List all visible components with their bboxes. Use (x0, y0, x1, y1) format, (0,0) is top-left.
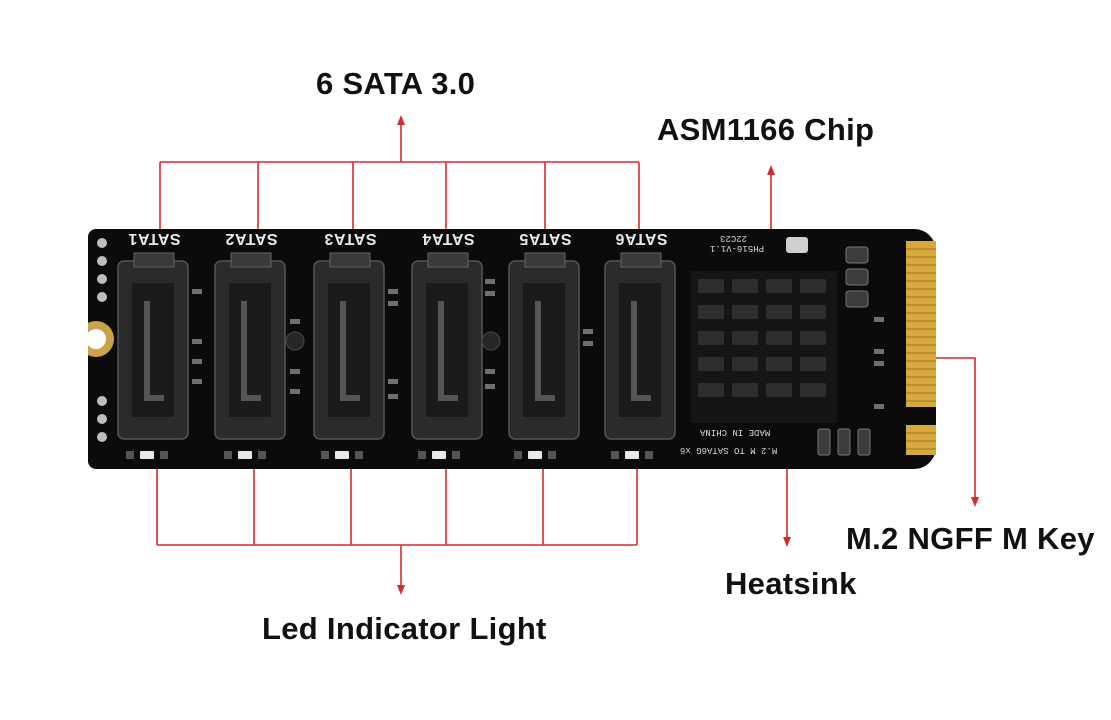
board-model-silkscreen: PH516-V1.1 (710, 243, 765, 253)
board-graphics (88, 237, 936, 459)
m2-gold-fingers (906, 241, 936, 455)
sata3-silkscreen: SATA3 (324, 230, 377, 247)
callout-chip: ASM1166 Chip (657, 112, 875, 147)
led-indicators (126, 451, 653, 459)
made-in-silkscreen: MADE IN CHINA (700, 427, 771, 437)
sata-connectors (117, 252, 676, 440)
product-silkscreen: M.2 M TO SATA6G x6 (680, 445, 778, 455)
sata2-silkscreen: SATA2 (225, 230, 278, 247)
callout-sata: 6 SATA 3.0 (316, 66, 476, 101)
callout-mkey: M.2 NGFF M Key (846, 521, 1095, 556)
m2-sata-adapter-board: SATA1 SATA2 SATA3 SATA4 SATA5 SATA6 PH51… (88, 229, 936, 469)
board-date-silkscreen: 22C23 (720, 233, 748, 243)
heatsink-graphic (691, 271, 837, 423)
callout-heatsink: Heatsink (725, 566, 857, 601)
sata6-silkscreen: SATA6 (615, 230, 668, 247)
callout-led: Led Indicator Light (262, 611, 547, 646)
mkey-pointer (930, 357, 976, 500)
sata1-silkscreen: SATA1 (128, 230, 181, 247)
sata5-silkscreen: SATA5 (519, 230, 572, 247)
crystal-oscillator (786, 237, 808, 253)
sata4-silkscreen: SATA4 (422, 230, 475, 247)
